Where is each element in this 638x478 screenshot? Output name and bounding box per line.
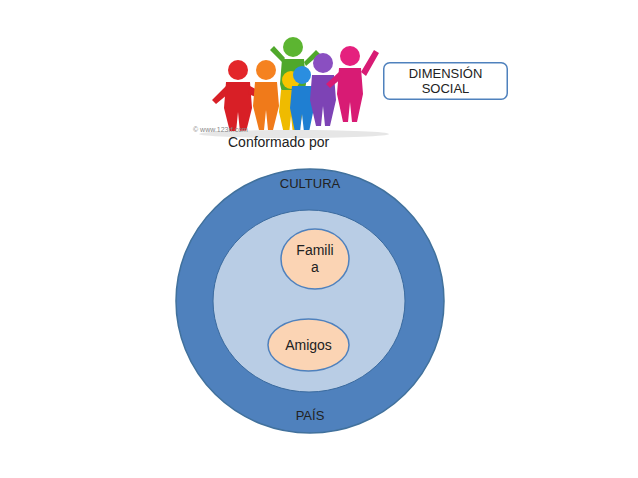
node-text: PAÍS — [250, 408, 370, 424]
caption-text: Conformado por — [228, 134, 329, 150]
node-text: DIMENSIÓN SOCIAL — [400, 66, 492, 97]
outer-circle: CULTURA PAÍS Famili a Amigos — [175, 168, 445, 434]
person-figure — [199, 37, 389, 138]
node-text: Famili a — [292, 242, 338, 276]
watermark: © www.123rf.com — [193, 126, 248, 133]
node-text: Amigos — [274, 337, 344, 354]
orange-ellipse: Famili a — [280, 228, 350, 290]
node-text: CULTURA — [250, 176, 370, 192]
inner-ellipse — [213, 210, 405, 392]
orange-ellipse: Amigos — [267, 318, 350, 372]
title-box: DIMENSIÓN SOCIAL — [383, 62, 508, 100]
outer-circle-outline — [175, 168, 445, 434]
